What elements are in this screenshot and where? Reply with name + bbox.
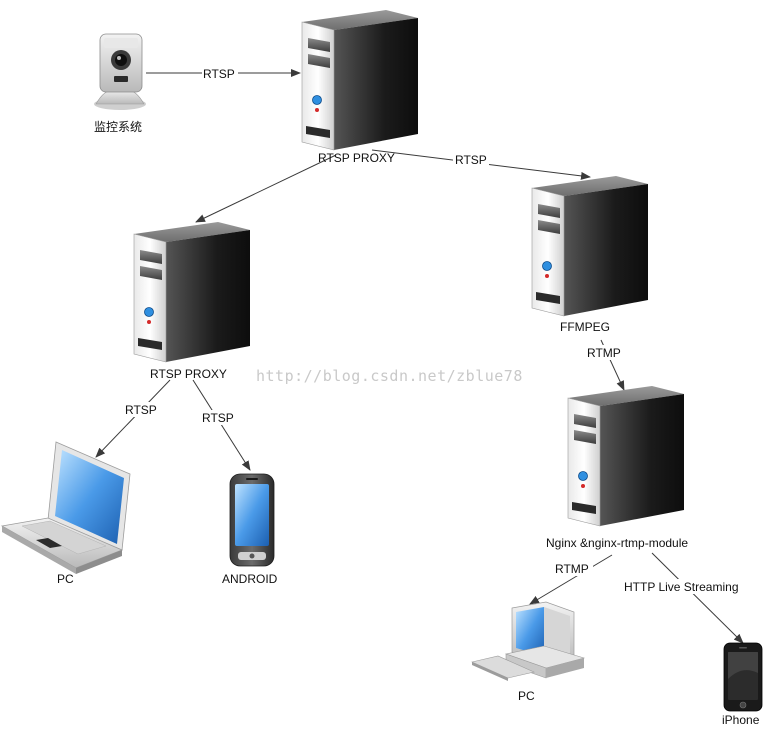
iphone-label: iPhone <box>722 713 760 727</box>
edge-labels: RTSP RTSP RTMP RTSP RTSP RTMP HTTP Live … <box>123 66 748 594</box>
watermark: http://blog.csdn.net/zblue78 <box>256 367 523 385</box>
laptop-icon <box>0 441 131 574</box>
proxy-left-label: RTSP PROXY <box>150 367 227 381</box>
desktop-label: PC <box>518 689 535 703</box>
server-icon <box>567 385 685 527</box>
edge-proxy-top-proxy-left <box>195 154 337 223</box>
edge-nginx-iphone <box>651 552 744 644</box>
server-icon <box>301 9 419 151</box>
desktop-computer-icon <box>471 601 586 681</box>
edge-label: RTSP <box>202 411 234 425</box>
edge-label: HTTP Live Streaming <box>624 580 739 594</box>
edge-label: RTSP <box>125 403 157 417</box>
edge-label: RTMP <box>587 346 621 360</box>
server-icon <box>531 175 649 317</box>
edges <box>95 69 744 644</box>
iphone-icon <box>723 642 763 712</box>
edge-nginx-desktop <box>529 554 613 605</box>
edge-label: RTSP <box>203 67 235 81</box>
proxy-top-label: RTSP PROXY <box>318 151 395 165</box>
camera-label: 监控系统 <box>94 120 142 134</box>
laptop-label: PC <box>57 572 74 586</box>
edge-label: RTSP <box>455 153 487 167</box>
smartphone-icon <box>229 473 275 567</box>
server-icon <box>133 221 251 363</box>
edge-label: RTMP <box>555 562 589 576</box>
webcam-icon <box>94 33 146 110</box>
nginx-label: Nginx &nginx-rtmp-module <box>546 536 688 550</box>
ffmpeg-label: FFMPEG <box>560 320 610 334</box>
android-label: ANDROID <box>222 572 278 586</box>
edge-proxy-left-laptop <box>95 379 171 458</box>
